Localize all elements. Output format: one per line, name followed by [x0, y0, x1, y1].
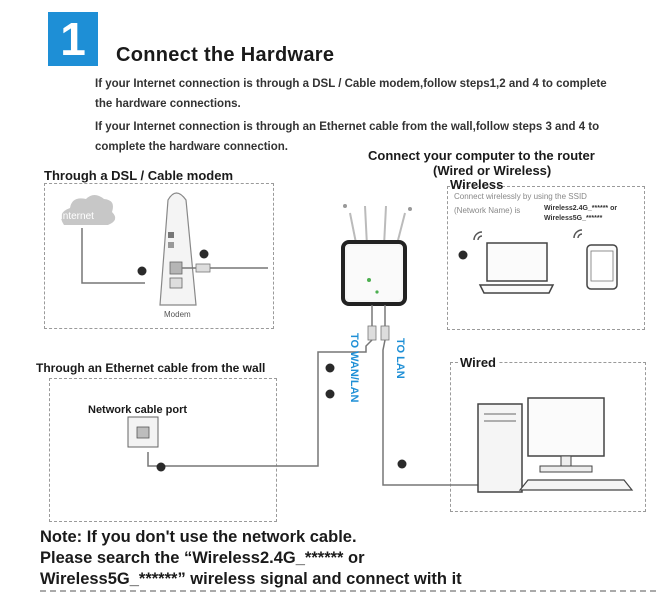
note-block: Note: If you don't use the network cable… — [40, 527, 462, 590]
intro-line-4: complete the hardware connection. — [95, 141, 288, 153]
internet-label: Internet — [60, 211, 94, 222]
wifi-signal-icon — [573, 229, 583, 239]
note-line-1: Note: If you don't use the network cable… — [40, 528, 357, 546]
wall-port-icon — [127, 416, 159, 448]
wired-box — [450, 362, 646, 512]
page-title: Connect the Hardware — [116, 44, 335, 66]
router-icon — [341, 204, 412, 306]
computer-section-subtitle: (Wired or Wireless) — [433, 163, 552, 178]
intro-line-2: the hardware connections. — [95, 98, 241, 110]
modem-label: Modem — [164, 310, 191, 319]
ssid-2g: Wireless2.4G_****** or — [544, 205, 618, 212]
wireless-desc-1: Connect wirelessly by using the SSID — [454, 192, 587, 201]
intro-line-1: If your Internet connection is through a… — [95, 78, 607, 90]
laptop-icon — [478, 242, 555, 294]
internet-cloud-icon — [61, 195, 116, 225]
wireless-desc-2: (Network Name) is — [454, 206, 521, 215]
note-line-3: Wireless5G_******” wireless signal and c… — [40, 570, 462, 588]
wireless-title: Wireless — [450, 177, 504, 192]
note-line-2: Please search the “Wireless2.4G_****** o… — [40, 549, 365, 567]
wireless-box — [447, 186, 645, 330]
wifi-signal-icon — [473, 231, 483, 241]
to-wan-lan-label: TO WAN/LAN — [348, 333, 360, 403]
to-lan-label: TO LAN — [394, 338, 406, 379]
step-number-badge: 1 — [48, 12, 98, 66]
network-cable-port-label: Network cable port — [88, 404, 188, 416]
intro-line-3: If your Internet connection is through a… — [95, 121, 600, 133]
bottom-divider — [40, 590, 656, 592]
tablet-icon — [586, 244, 618, 290]
desktop-computer-icon — [477, 397, 634, 493]
wired-title: Wired — [458, 355, 498, 370]
modem-icon — [159, 192, 197, 306]
ethernet-box — [49, 378, 277, 522]
computer-section-title: Connect your computer to the router — [368, 148, 595, 163]
ethernet-section-title: Through an Ethernet cable from the wall — [36, 361, 266, 375]
dsl-box — [44, 183, 274, 329]
ssid-5g: Wireless5G_****** — [544, 215, 603, 222]
dsl-section-title: Through a DSL / Cable modem — [44, 168, 234, 183]
